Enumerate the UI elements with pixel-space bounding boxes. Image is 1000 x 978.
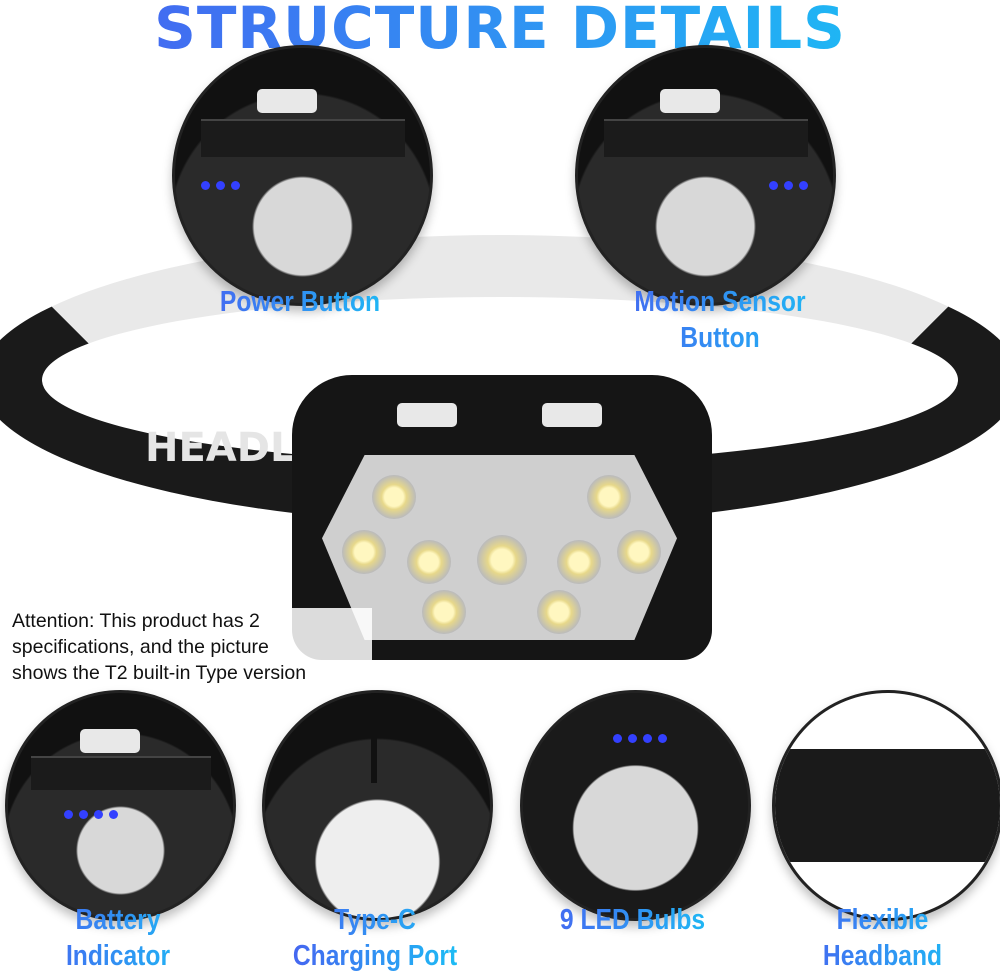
motion-sensor-label-line2: Button [584, 320, 856, 356]
attention-line: shows the T2 built-in Type version [12, 662, 307, 684]
page-title: STRUCTURE DETAILS [0, 0, 1000, 62]
headband-label-line1: Flexible [783, 902, 983, 938]
power-button-label: Power Button [181, 284, 419, 320]
attention-line: specifications, and the picture [12, 636, 269, 658]
type-c-label-line1: Type-C [273, 902, 477, 938]
type-c-port-closeup [262, 690, 493, 921]
power-button-image [542, 403, 602, 427]
led-bulbs-label: 9 LED Bulbs [528, 902, 736, 938]
led-bulbs-closeup [520, 690, 751, 921]
led-lens [322, 455, 677, 640]
headband-print: HEADL [145, 425, 296, 471]
battery-indicator-label-line1: Battery [18, 902, 219, 938]
motion-sensor-label-line1: Motion Sensor [584, 284, 856, 320]
motion-sensor-closeup [575, 45, 836, 306]
motion-sensor-button-image [397, 403, 457, 427]
attention-note: Attention: This product has 2 specificat… [12, 608, 372, 686]
attention-line: Attention: This product has 2 [12, 610, 260, 632]
headband-closeup [772, 690, 1000, 921]
indicator-dots [200, 180, 240, 190]
type-c-label-line2: Charging Port [273, 938, 477, 974]
power-button-closeup [172, 45, 433, 306]
battery-indicator-closeup [5, 690, 236, 921]
headband-label-line2: Headband [783, 938, 983, 974]
battery-indicator-label-line2: Indicator [18, 938, 219, 974]
